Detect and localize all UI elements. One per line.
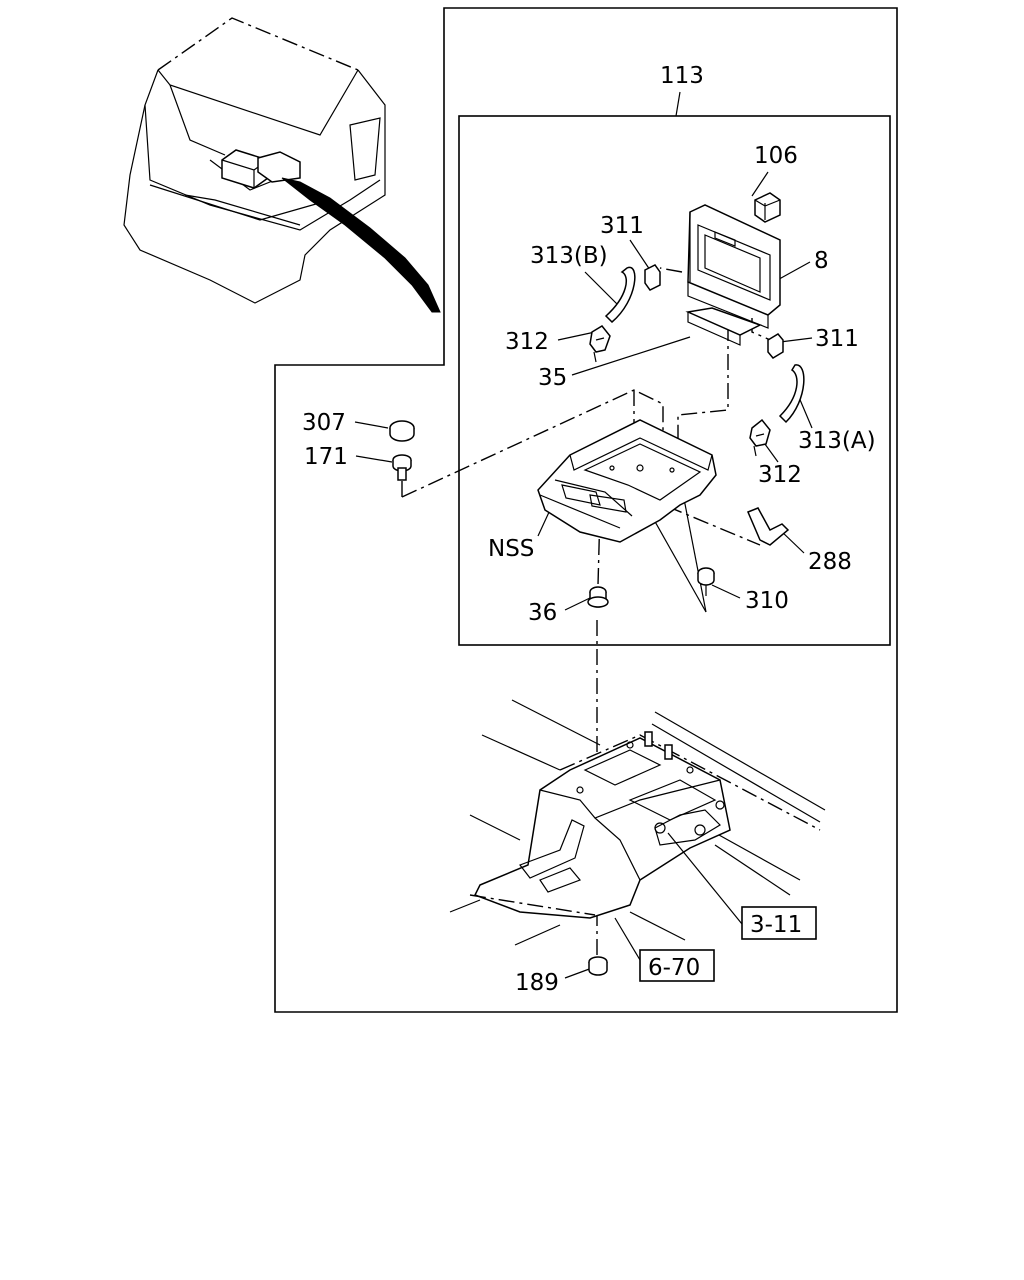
part-310-screw bbox=[697, 567, 715, 596]
callout-8: 8 bbox=[814, 248, 829, 274]
callout-311-top: 311 bbox=[600, 213, 644, 239]
part-307-cap bbox=[389, 420, 415, 442]
part-288 bbox=[747, 507, 790, 546]
part-171-bolt bbox=[392, 454, 412, 481]
part-35 bbox=[685, 307, 762, 346]
part-312-right bbox=[749, 418, 771, 457]
callout-171: 171 bbox=[304, 444, 348, 470]
callout-312-left: 312 bbox=[505, 329, 549, 355]
part-36-grommet bbox=[587, 586, 609, 608]
callout-313b: 313(B) bbox=[530, 243, 608, 269]
callout-288: 288 bbox=[808, 549, 852, 575]
callout-106: 106 bbox=[754, 143, 798, 169]
callout-313a: 313(A) bbox=[798, 428, 876, 454]
part-313b-strap bbox=[604, 266, 636, 324]
part-311-top bbox=[644, 264, 661, 291]
ref-6-70: 6-70 bbox=[648, 955, 700, 981]
callout-nss: NSS bbox=[488, 536, 534, 562]
outer-frame bbox=[274, 7, 898, 1013]
callout-311-right: 311 bbox=[815, 326, 859, 352]
ref-3-11-leader bbox=[667, 832, 743, 925]
ref-box-6-70 bbox=[639, 949, 715, 982]
part-311-right bbox=[767, 333, 784, 359]
callout-307: 307 bbox=[302, 410, 346, 436]
assembly-frame bbox=[458, 115, 891, 646]
nss-console bbox=[537, 419, 717, 543]
cab-overview bbox=[123, 17, 441, 313]
callout-36: 36 bbox=[528, 600, 557, 626]
part-313a-strap bbox=[778, 364, 805, 424]
part-312-left bbox=[589, 325, 611, 363]
ref-6-70-leader bbox=[614, 917, 641, 961]
floor-structure bbox=[449, 699, 826, 946]
callout-310: 310 bbox=[745, 588, 789, 614]
callout-189: 189 bbox=[515, 970, 559, 996]
callout-113: 113 bbox=[660, 63, 704, 89]
part-106 bbox=[754, 192, 781, 223]
ref-box-3-11 bbox=[741, 906, 817, 940]
callout-35: 35 bbox=[538, 365, 567, 391]
assembly-leader bbox=[675, 91, 681, 117]
ref-3-11: 3-11 bbox=[750, 912, 802, 938]
part-8-bezel bbox=[687, 204, 781, 329]
part-189-nut bbox=[588, 956, 608, 976]
callout-312-right: 312 bbox=[758, 462, 802, 488]
